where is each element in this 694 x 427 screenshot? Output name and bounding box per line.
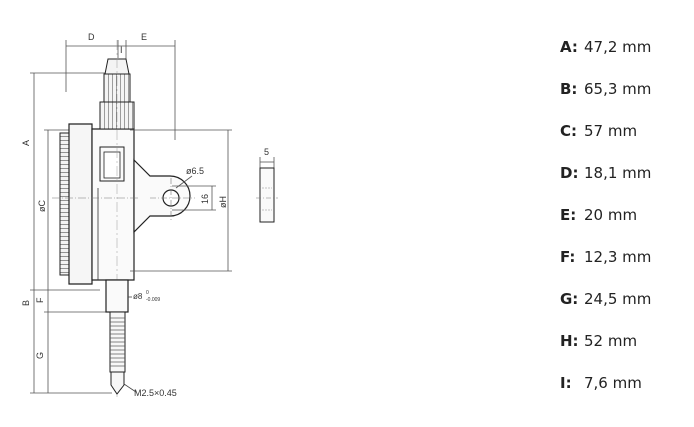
dimension-row-h: H: 52 mm bbox=[560, 320, 690, 362]
dimension-key: E: bbox=[560, 206, 577, 224]
stem bbox=[105, 279, 132, 313]
label-i: I bbox=[120, 45, 123, 55]
stem-tol-top: 0 bbox=[146, 290, 149, 296]
back-lug bbox=[133, 158, 195, 234]
dimension-value: 18,1 mm bbox=[584, 164, 652, 182]
lug-height-label: 16 bbox=[200, 194, 210, 204]
dimension-key: G: bbox=[560, 290, 579, 308]
dimension-row-b: B: 65,3 mm bbox=[560, 68, 690, 110]
dimension-value: 20 mm bbox=[584, 206, 638, 224]
dimension-row-f: F: 12,3 mm bbox=[560, 236, 690, 278]
label-e: E bbox=[141, 32, 147, 42]
dimension-key: A: bbox=[560, 38, 578, 56]
dimension-row-g: G: 24,5 mm bbox=[560, 278, 690, 320]
dial-body bbox=[59, 123, 135, 285]
dimension-row-d: D: 18,1 mm bbox=[560, 152, 690, 194]
label-a: A bbox=[21, 140, 31, 146]
dimension-value: 65,3 mm bbox=[584, 80, 652, 98]
dimension-lines-top bbox=[65, 40, 176, 140]
dimension-row-e: E: 20 mm bbox=[560, 194, 690, 236]
label-f: F bbox=[35, 297, 45, 303]
dimension-key: I: bbox=[560, 374, 572, 392]
dimension-value: 47,2 mm bbox=[584, 38, 652, 56]
dimension-row-a: A: 47,2 mm bbox=[560, 26, 690, 68]
stem-tol-bottom: -0.009 bbox=[146, 297, 160, 303]
dimension-row-c: C: 57 mm bbox=[560, 110, 690, 152]
dimension-lines-right bbox=[130, 129, 232, 272]
dimension-row-i: I: 7,6 mm bbox=[560, 362, 690, 404]
dimension-key: B: bbox=[560, 80, 578, 98]
thickness-label: 5 bbox=[264, 147, 269, 157]
lug-hole-label: ø6.5 bbox=[186, 166, 204, 176]
label-c: øC bbox=[37, 200, 47, 212]
dimension-value: 12,3 mm bbox=[584, 248, 652, 266]
label-h: øH bbox=[218, 196, 228, 208]
dimension-value: 7,6 mm bbox=[584, 374, 642, 392]
dimension-value: 52 mm bbox=[584, 332, 638, 350]
dimension-key: D: bbox=[560, 164, 579, 182]
label-g: G bbox=[35, 352, 45, 359]
side-profile bbox=[256, 157, 278, 223]
stem-label: ø8 bbox=[133, 292, 143, 301]
dimension-list: A: 47,2 mm B: 65,3 mm C: 57 mm D: 18,1 mm E:… bbox=[560, 26, 690, 404]
label-d: D bbox=[88, 32, 95, 42]
dimension-key: F: bbox=[560, 248, 576, 266]
spindle bbox=[109, 311, 137, 395]
thread-label: M2.5×0.45 bbox=[134, 388, 177, 398]
label-b: B bbox=[21, 300, 31, 306]
dimension-key: C: bbox=[560, 122, 578, 140]
dimension-lines-left bbox=[30, 72, 112, 394]
dimension-key: H: bbox=[560, 332, 579, 350]
dial-indicator-drawing: D E I A B øC F G bbox=[21, 32, 278, 400]
dimension-value: 57 mm bbox=[584, 122, 638, 140]
dimension-value: 24,5 mm bbox=[584, 290, 652, 308]
